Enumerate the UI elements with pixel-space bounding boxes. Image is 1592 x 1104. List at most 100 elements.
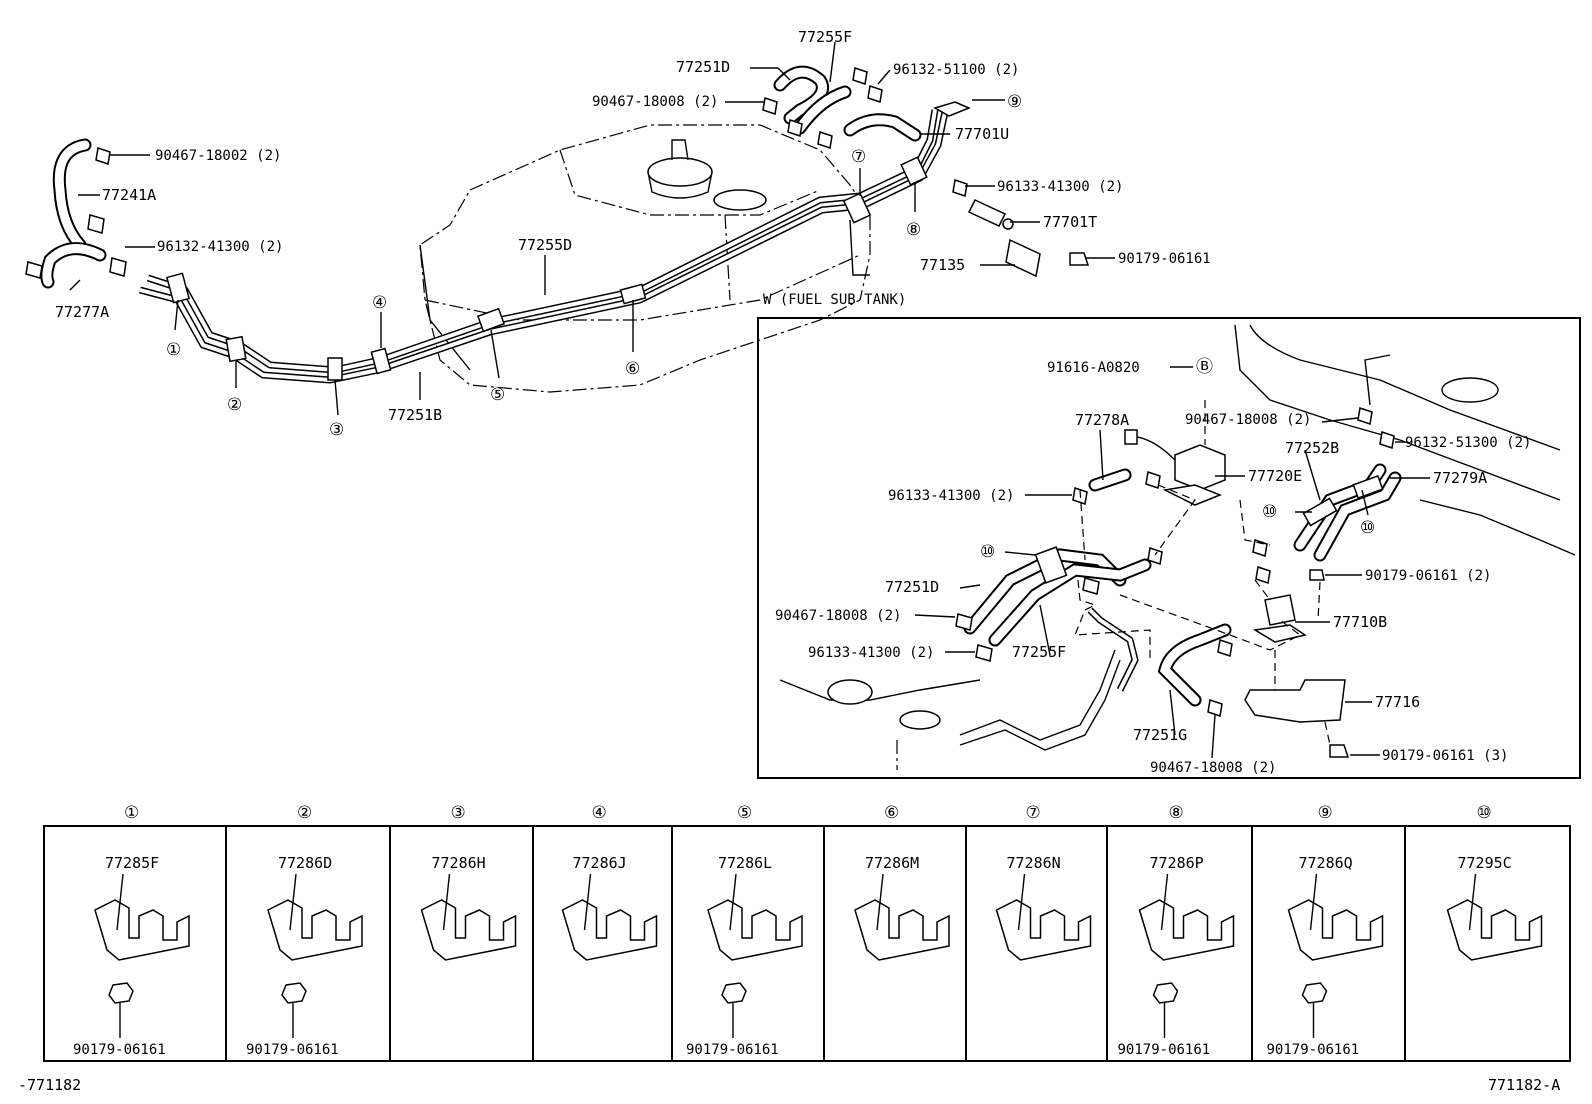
bolt-icon — [1301, 982, 1328, 1004]
clamp-sketch — [1287, 899, 1384, 961]
clamp-sketch — [267, 899, 363, 961]
label-90467-18008-a: 90467-18008 (2) — [1185, 412, 1311, 428]
clamp-number: ⑧ — [1169, 803, 1184, 823]
bolt-icon — [281, 982, 307, 1004]
hose-77278A — [1072, 468, 1161, 505]
label-77255F-inset: 77255F — [1012, 643, 1066, 661]
inset-labels: 91616-A0820 Ⓑ 77278A 90467-18008 (2) 961… — [775, 357, 1531, 776]
clamp-part-number: 77286M — [865, 854, 919, 872]
footer-right-code: 771182-A — [1488, 1076, 1560, 1094]
clamp-leader — [583, 873, 592, 931]
valve-77701T-bracket-77135 — [952, 179, 1090, 278]
hose-77277A — [25, 242, 127, 289]
label-77278A: 77278A — [1075, 411, 1129, 429]
fuel-pump-unit — [647, 139, 767, 211]
inset-pipes-77251D-77255F — [955, 546, 1163, 662]
label-77252B: 77252B — [1285, 439, 1339, 457]
label-90467-18008: 90467-18008 (2) — [592, 94, 718, 110]
label-77251G: 77251G — [1133, 726, 1187, 744]
clamp-number: ④ — [592, 803, 607, 823]
clamp-leader — [1309, 873, 1318, 931]
clamp-leader — [442, 873, 451, 931]
clamp-leader — [289, 873, 297, 931]
label-90179-06161: 90179-06161 — [1118, 251, 1211, 267]
inset-dashed-lines — [1074, 400, 1331, 746]
label-77251B: 77251B — [388, 406, 442, 424]
label-circle-10-a: ⑩ — [1262, 502, 1277, 522]
label-91616-A0820: 91616-A0820 — [1047, 360, 1140, 376]
label-77701U: 77701U — [955, 125, 1009, 143]
label-96132-51300: 96132-51300 (2) — [1405, 435, 1531, 451]
hose-77701U — [817, 113, 922, 149]
clamp-number: ③ — [451, 803, 466, 823]
inset-tank-sketch — [779, 324, 1576, 770]
clamp-bolt-number: 90179-06161 — [246, 1042, 339, 1058]
label-circle-8: ⑧ — [906, 220, 921, 240]
clamp-part-number: 77286J — [573, 854, 627, 872]
clamp-sketch — [995, 899, 1092, 961]
label-77279A: 77279A — [1433, 469, 1487, 487]
hose-77251D-77255F — [762, 65, 883, 137]
label-90179-06161-3: 90179-06161 (3) — [1382, 748, 1508, 764]
label-circle-10-b: ⑩ — [1360, 518, 1375, 538]
label-77255D: 77255D — [518, 236, 572, 254]
clamp-sketch — [561, 899, 658, 961]
main-labels: 77255F 77251D 96132-51100 (2) 90467-1800… — [55, 28, 1211, 440]
clamp-bolt-number: 90179-06161 — [1118, 1042, 1211, 1058]
label-90467-18008-c: 90467-18008 (2) — [1150, 760, 1276, 776]
label-90467-18008-b: 90467-18008 (2) — [775, 608, 901, 624]
footer-left-code: -771182 — [18, 1076, 81, 1094]
label-96133-41300: 96133-41300 (2) — [997, 179, 1123, 195]
hose-77251G — [1157, 623, 1233, 717]
label-96133-41300-a: 96133-41300 (2) — [888, 488, 1014, 504]
label-96132-51100: 96132-51100 (2) — [893, 62, 1019, 78]
clamp-leader — [116, 873, 124, 931]
clamp-number: ⑥ — [884, 803, 899, 823]
clamp-part-number: 77286H — [432, 854, 486, 872]
label-circle-4: ④ — [372, 293, 387, 313]
pipe-clamps — [165, 156, 928, 381]
clamp-number: ⑨ — [1318, 803, 1333, 823]
label-96133-41300-b: 96133-41300 (2) — [808, 645, 934, 661]
fuel-tank-outline — [419, 124, 871, 393]
clamp-number: ⑦ — [1026, 803, 1041, 823]
bolt-icon — [108, 982, 134, 1004]
label-77135: 77135 — [920, 256, 965, 274]
label-77277A: 77277A — [55, 303, 109, 321]
label-circle-3: ③ — [329, 420, 344, 440]
clamp-leader — [1160, 873, 1169, 931]
clamp-leader — [876, 873, 884, 931]
clamp-number: ② — [297, 803, 312, 823]
label-90179-06161-2: 90179-06161 (2) — [1365, 568, 1491, 584]
hose-77241A — [52, 138, 111, 252]
clamp-part-number: 77285F — [105, 854, 159, 872]
bracket-77716 — [1244, 679, 1350, 758]
label-77701T: 77701T — [1043, 213, 1097, 231]
label-circle-7: ⑦ — [851, 147, 866, 167]
leader-lines-main — [69, 41, 1115, 416]
bolt-icon — [721, 982, 747, 1004]
inset-box — [757, 317, 1581, 779]
label-circle-1: ① — [166, 340, 181, 360]
bolt-icon — [1152, 982, 1179, 1004]
label-circle-5: ⑤ — [490, 385, 505, 405]
clamp-leader — [1468, 873, 1477, 931]
vsv-77720E — [1124, 429, 1226, 506]
label-77251D: 77251D — [676, 58, 730, 76]
label-77710B: 77710B — [1333, 613, 1387, 631]
clamp-part-number: 77286D — [278, 854, 332, 872]
inset-pipe-detail — [1087, 607, 1139, 692]
label-circle-6: ⑥ — [625, 359, 640, 379]
clamp-sketch — [854, 899, 950, 961]
clamp-number: ① — [124, 803, 139, 823]
label-77716: 77716 — [1375, 693, 1420, 711]
clamp-part-number: 77286P — [1150, 854, 1204, 872]
label-circle-9: ⑨ — [1007, 92, 1022, 112]
clamp-sketch — [94, 899, 190, 961]
clamp-number: ⑤ — [737, 803, 752, 823]
clamp-part-number: 77286Q — [1299, 854, 1353, 872]
clamp-part-number: 77295C — [1458, 854, 1512, 872]
leader-lines-inset — [914, 366, 1430, 759]
